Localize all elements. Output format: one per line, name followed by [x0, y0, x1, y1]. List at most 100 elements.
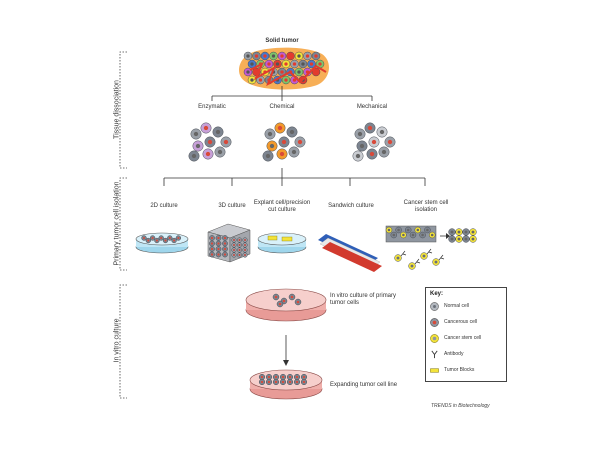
chemical-cell-icon [264, 128, 276, 140]
key-label-cancerous: Cancerous cell [444, 319, 478, 325]
tumor-cell-icon [311, 67, 321, 77]
tumor-cell-icon [303, 51, 312, 61]
csc-cell-icon [404, 226, 412, 234]
expanding-cell-icon [300, 378, 308, 386]
chemical-cell-icon [288, 146, 300, 158]
csc-sorted-cell-icon [448, 228, 456, 236]
culture-dish-primary [245, 288, 327, 322]
tumor-cell-icon [247, 59, 257, 69]
cube-cell-icon [236, 252, 243, 258]
isolation-label-3d: 3D culture [218, 203, 246, 209]
dish-cell-icon [149, 235, 156, 241]
cube-cell-icon [231, 252, 237, 258]
cube-cell-icon [242, 247, 248, 253]
csc-sorted-cell-icon [455, 235, 463, 243]
expanding-cell-icon [265, 373, 273, 381]
isolation-label-csc: Cancer stem cell isolation [403, 200, 449, 213]
chemical-cell-icon [286, 126, 298, 138]
enzymatic-cell-icon [204, 136, 216, 148]
csc-cell-icon [395, 226, 402, 234]
tumor-cell-icon [281, 59, 291, 69]
cube-cell-icon [242, 252, 248, 258]
cube-cell-icon [231, 247, 237, 253]
csc-sorted-cell-icon [469, 235, 477, 243]
enzymatic-cell-icon [192, 140, 204, 152]
isolation-label-sandwich: Sandwich culture [328, 203, 374, 209]
culture-label-expanding: Expanding tumor cell line [330, 382, 398, 388]
cube-cell-icon [209, 251, 215, 258]
key-item-cancerous: Cancerous cell [430, 318, 506, 327]
culture-dish-expanding [249, 369, 323, 400]
tumor-block-icon [430, 368, 439, 373]
cube-cell-icon [222, 240, 228, 247]
dish-cell-icon [175, 235, 182, 241]
culture-cell-icon [294, 298, 302, 306]
key-legend: Key: Normal cell Cancerous cell Cancer s… [425, 287, 507, 382]
dissociation-cell-clusters [188, 122, 396, 162]
tumor-cell-icon [281, 75, 291, 85]
mechanical-cell-icon [354, 128, 366, 140]
cube-3d [207, 223, 251, 263]
dish-cell-icon [158, 235, 164, 241]
chemical-cell-icon [278, 136, 290, 148]
dish-cell-icon [167, 235, 173, 241]
enzymatic-cell-icon [220, 136, 232, 148]
tumor-cell-icon [298, 59, 308, 69]
key-label-stem: Cancer stem cell [444, 335, 482, 341]
dish-cell-icon [145, 237, 151, 244]
enzymatic-cell-icon [214, 146, 226, 158]
cancer-stem-cell-icon [430, 334, 439, 343]
culture-cell-icon [272, 293, 280, 301]
expanding-cell-icon [300, 373, 308, 381]
labeled-stem-cell-icon [394, 254, 402, 262]
dish-cell-icon [141, 235, 147, 241]
key-item-normal: Normal cell [430, 302, 506, 311]
labeled-stem-cell-icon [420, 252, 428, 260]
tumor-cell-icon [264, 59, 274, 69]
expanding-cell-icon [272, 378, 280, 386]
cube-cell-icon [209, 246, 215, 252]
cube-cell-icon [222, 246, 228, 252]
mechanical-cell-icon [352, 150, 364, 162]
cube-cell-icon [236, 247, 243, 253]
cube-cell-icon [222, 235, 228, 241]
antibody-icon [414, 258, 421, 265]
csc-cell-icon [419, 231, 426, 239]
cube-cell-icon [236, 242, 243, 248]
dissociation-label-chemical: Chemical [269, 104, 295, 110]
mechanical-cell-icon [378, 146, 390, 158]
expanding-cell-icon [258, 378, 266, 386]
cube-cell-icon [215, 251, 222, 258]
key-label-antibody: Antibody [444, 351, 464, 357]
stage-label-dissociation: Tissue dissociation [113, 80, 121, 139]
tumor-cell-icon [247, 75, 257, 85]
dissociation-label-enzymatic: Enzymatic [198, 104, 226, 110]
tumor-cell-icon [311, 51, 321, 61]
key-item-antibody: Antibody [430, 350, 506, 359]
csc-sorted-cell-icon [448, 235, 456, 243]
cancer-stem-cell-isolation-graphic [385, 225, 477, 270]
expanding-cell-icon [279, 378, 287, 386]
cube-cell-icon [231, 237, 237, 243]
tumor-cell-icon [269, 51, 278, 61]
expanding-cell-icon [293, 378, 301, 386]
antibody-icon [426, 248, 433, 255]
chemical-cell-icon [294, 136, 306, 148]
cube-cell-icon [215, 235, 222, 241]
cube-cell-icon [242, 242, 248, 248]
mechanical-cell-icon [368, 136, 380, 148]
cube-cell-icon [215, 240, 222, 247]
csc-sorted-cell-icon [469, 228, 477, 236]
enzymatic-cell-icon [202, 148, 214, 160]
tumor-cell-icon [307, 59, 316, 69]
csc-sorted-cell-icon [462, 235, 470, 243]
culture-label-primary: In vitro culture of primary tumor cells [330, 293, 397, 306]
csc-cell-icon [390, 231, 398, 239]
antibody-icon [438, 254, 445, 261]
solid-tumor-graphic [239, 47, 329, 90]
mechanical-cell-icon [376, 126, 388, 138]
dish-2d [135, 232, 189, 254]
cancerous-cell-icon [430, 318, 439, 327]
mechanical-cell-icon [356, 140, 368, 152]
